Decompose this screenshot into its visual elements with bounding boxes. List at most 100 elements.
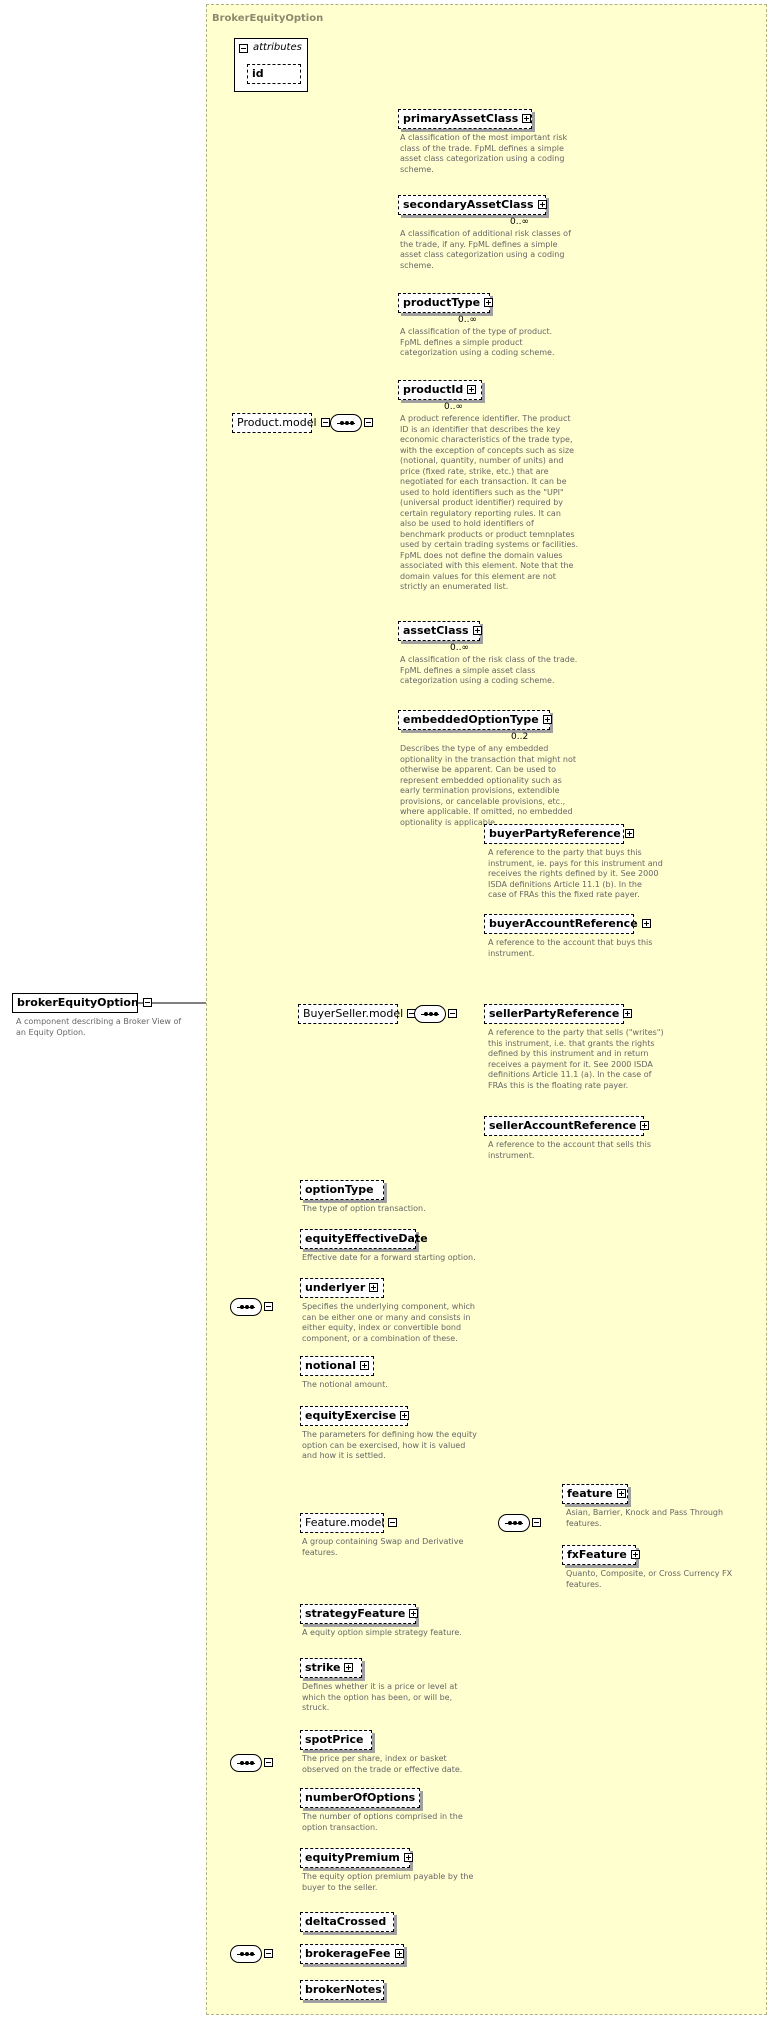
collapse-icon[interactable]	[320, 418, 330, 427]
collapse-icon[interactable]	[264, 1949, 273, 1958]
expand-icon[interactable]	[623, 1009, 633, 1018]
embeddedOptionType-doc: Describes the type of any embedded optio…	[400, 744, 577, 827]
collapse-icon[interactable]	[264, 1302, 273, 1311]
element-productId[interactable]: productId	[398, 380, 482, 400]
expand-icon[interactable]	[369, 1283, 379, 1292]
sequence-dot	[250, 1761, 254, 1765]
expand-icon[interactable]	[360, 1361, 369, 1370]
element-productType[interactable]: productType	[398, 293, 494, 313]
sequence-dot	[340, 421, 344, 425]
element-secondaryAssetClass-label: secondaryAssetClass	[403, 198, 534, 211]
sequence-dot	[508, 1521, 512, 1525]
cardinality-label: 0..2	[511, 732, 529, 742]
expand-icon[interactable]	[472, 626, 482, 635]
feature-doc: Asian, Barrier, Knock and Pass Through f…	[566, 1508, 724, 1528]
attribute-id-label: id	[252, 67, 264, 80]
element-optionType[interactable]: optionType	[300, 1180, 384, 1200]
expand-icon[interactable]	[344, 1663, 354, 1672]
sequence-dot	[240, 1761, 244, 1765]
expand-icon[interactable]	[641, 919, 651, 928]
group-feature-model-label: Feature.model	[305, 1516, 385, 1529]
element-underlyer-label: underlyer	[305, 1281, 366, 1294]
element-brokerNotes[interactable]: brokerNotes	[300, 1980, 384, 2000]
element-equityExercise[interactable]: equityExercise	[300, 1406, 410, 1426]
expand-icon[interactable]	[484, 298, 494, 307]
element-equityPremium[interactable]: equityPremium	[300, 1848, 413, 1868]
sequence-option-terms[interactable]	[230, 1298, 262, 1316]
numberOfOptions-doc: The number of options comprised in the o…	[302, 1812, 463, 1832]
sequence-price-terms[interactable]	[230, 1754, 262, 1772]
collapse-icon[interactable]	[142, 998, 152, 1007]
element-strategyFeature[interactable]: strategyFeature	[300, 1604, 419, 1624]
cardinality-label: 0..∞	[458, 315, 477, 325]
element-fxFeature[interactable]: fxFeature	[562, 1545, 640, 1565]
element-notional[interactable]: notional	[300, 1356, 374, 1376]
sequence-dot	[240, 1952, 244, 1956]
root-doc: A component describing a Broker View of …	[16, 1017, 182, 1037]
collapse-icon[interactable]	[388, 1518, 398, 1527]
sequence-dot	[250, 1305, 254, 1309]
element-strike[interactable]: strike	[300, 1658, 362, 1678]
sequence-feature-model[interactable]	[498, 1514, 530, 1532]
root-element-brokerEquityOption-label: brokerEquityOption	[17, 996, 139, 1009]
cardinality-label: 0..∞	[450, 643, 469, 653]
expand-icon[interactable]	[400, 1411, 410, 1420]
expand-icon[interactable]	[522, 114, 532, 123]
optionType-doc: The type of option transaction.	[302, 1204, 426, 1213]
element-sellerPartyReference[interactable]: sellerPartyReference	[484, 1004, 633, 1024]
attribute-id[interactable]: id	[247, 64, 301, 84]
expand-icon[interactable]	[616, 1489, 626, 1498]
collapse-icon[interactable]	[532, 1518, 541, 1527]
group-buyer-seller-model-label: BuyerSeller.model	[303, 1007, 404, 1020]
element-feature[interactable]: feature	[562, 1484, 628, 1504]
element-brokerageFee[interactable]: brokerageFee	[300, 1944, 404, 1964]
sequence-dot	[518, 1521, 522, 1525]
element-embeddedOptionType-label: embeddedOptionType	[403, 713, 539, 726]
element-numberOfOptions[interactable]: numberOfOptions	[300, 1788, 420, 1808]
root-element-brokerEquityOption[interactable]: brokerEquityOption	[12, 993, 152, 1013]
expand-icon[interactable]	[394, 1949, 404, 1958]
expand-icon[interactable]	[640, 1121, 650, 1130]
expand-icon[interactable]	[467, 385, 477, 394]
collapse-icon[interactable]	[239, 44, 248, 53]
collapse-icon[interactable]	[364, 418, 373, 427]
element-deltaCrossed[interactable]: deltaCrossed	[300, 1912, 394, 1932]
element-secondaryAssetClass[interactable]: secondaryAssetClass	[398, 195, 547, 215]
sellerPartyReference-doc: A reference to the party that sells ("wr…	[488, 1028, 664, 1090]
expand-icon[interactable]	[624, 829, 634, 838]
expand-icon[interactable]	[409, 1609, 419, 1618]
element-productType-label: productType	[403, 296, 481, 309]
sequence-broker[interactable]	[230, 1945, 262, 1963]
element-underlyer[interactable]: underlyer	[300, 1278, 384, 1298]
element-embeddedOptionType[interactable]: embeddedOptionType	[398, 710, 552, 730]
element-strike-label: strike	[305, 1661, 341, 1674]
cardinality-label: 0..∞	[510, 217, 529, 227]
productType-doc: A classification of the type of product.…	[400, 327, 555, 357]
assetClass-doc: A classification of the risk class of th…	[400, 655, 578, 685]
cardinality-label: 0..∞	[444, 402, 463, 412]
group-feature-model[interactable]: Feature.model	[300, 1513, 398, 1533]
group-buyer-seller-model[interactable]: BuyerSeller.model	[298, 1004, 417, 1024]
element-assetClass[interactable]: assetClass	[398, 621, 482, 641]
expand-icon[interactable]	[537, 200, 547, 209]
element-equityEffectiveDate[interactable]: equityEffectiveDate	[300, 1229, 428, 1249]
secondaryAssetClass-doc: A classification of additional risk clas…	[400, 229, 571, 270]
expand-icon[interactable]	[542, 715, 552, 724]
expand-icon[interactable]	[630, 1550, 640, 1559]
sequence-dot	[434, 1012, 438, 1016]
sequence-buyer-seller[interactable]	[414, 1005, 446, 1023]
collapse-icon[interactable]	[448, 1009, 457, 1018]
element-sellerAccountReference[interactable]: sellerAccountReference	[484, 1116, 650, 1136]
sequence-product-model[interactable]	[330, 414, 362, 432]
attributes-box: attributes id	[234, 38, 308, 92]
element-assetClass-label: assetClass	[403, 624, 469, 637]
group-product-model[interactable]: Product.model	[232, 413, 330, 433]
element-buyerAccountReference[interactable]: buyerAccountReference	[484, 914, 651, 934]
collapse-icon[interactable]	[264, 1758, 273, 1767]
element-sellerAccountReference-label: sellerAccountReference	[489, 1119, 637, 1132]
expand-icon[interactable]	[403, 1853, 413, 1862]
element-primaryAssetClass[interactable]: primaryAssetClass	[398, 109, 532, 129]
element-buyerPartyReference[interactable]: buyerPartyReference	[484, 824, 634, 844]
element-spotPrice[interactable]: spotPrice	[300, 1730, 372, 1750]
equityPremium-doc: The equity option premium payable by the…	[302, 1872, 474, 1892]
